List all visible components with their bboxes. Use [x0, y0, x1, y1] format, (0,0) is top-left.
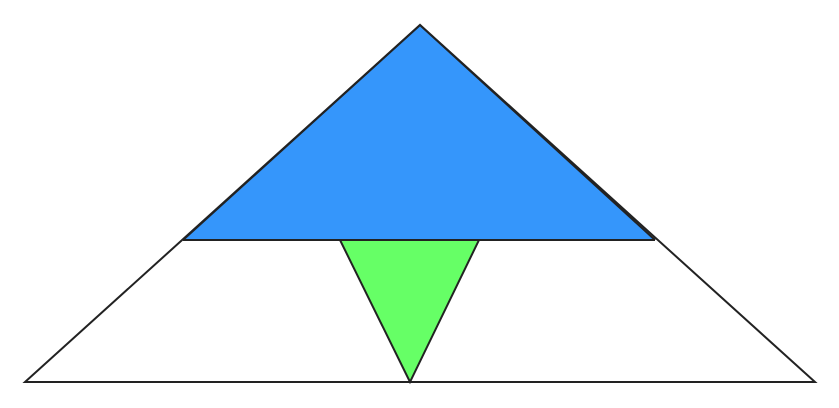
blue-top-triangle [183, 25, 655, 240]
green-triangle-outline [338, 239, 481, 385]
blue-triangle-outline [182, 23, 656, 241]
green-inverted-triangle [340, 240, 479, 382]
